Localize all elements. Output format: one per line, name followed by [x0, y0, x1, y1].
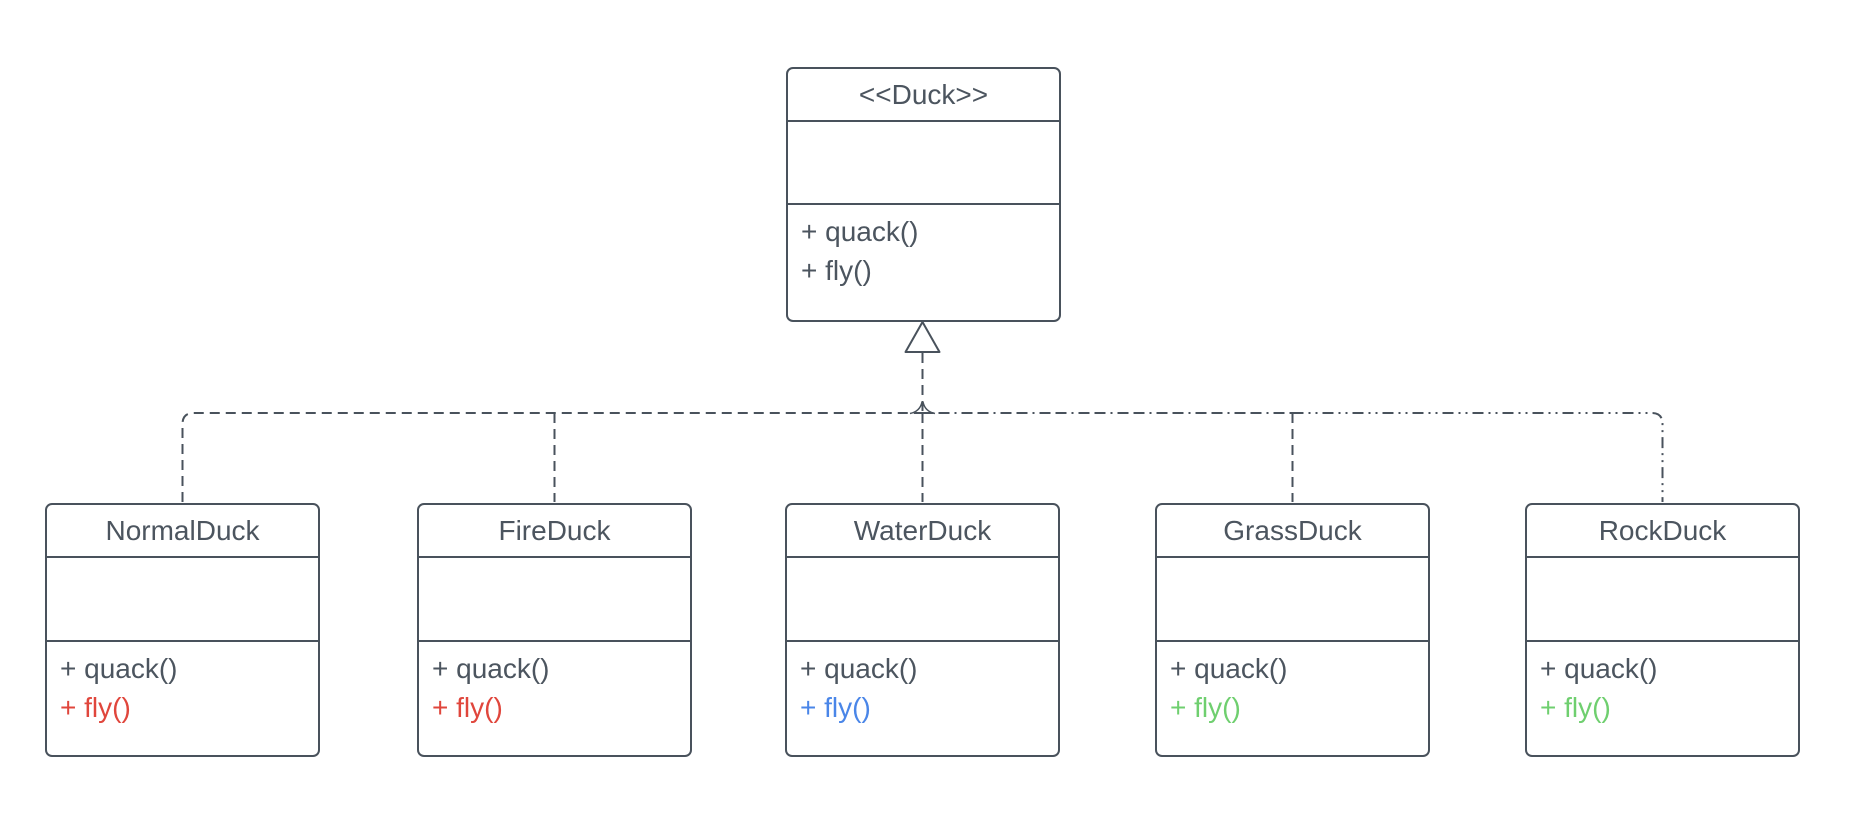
method-quack: + quack(): [801, 216, 919, 247]
method-quack: + quack(): [432, 653, 550, 684]
class-fireduck: FireDuck + quack() + fly(): [417, 503, 692, 757]
connector-normalduck: [181, 412, 923, 502]
class-duck: <<Duck>> + quack() + fly(): [786, 67, 1061, 322]
class-grassduck-methods: + quack() + fly(): [1157, 642, 1428, 755]
class-grassduck-title: GrassDuck: [1157, 505, 1428, 558]
class-duck-methods: + quack() + fly(): [788, 205, 1059, 320]
class-normalduck-attributes-empty: [47, 558, 318, 642]
class-rockduck-attributes-empty: [1527, 558, 1798, 642]
class-rockduck-methods: + quack() + fly(): [1527, 642, 1798, 755]
class-waterduck: WaterDuck + quack() + fly(): [785, 503, 1060, 757]
connector-junction-fork: [909, 401, 936, 415]
generalization-arrowhead: [904, 321, 941, 353]
class-fireduck-attributes-empty: [419, 558, 690, 642]
class-duck-attributes-empty: [788, 122, 1059, 205]
class-rockduck: RockDuck + quack() + fly(): [1525, 503, 1800, 757]
class-grassduck: GrassDuck + quack() + fly(): [1155, 503, 1430, 757]
class-duck-title: <<Duck>>: [788, 69, 1059, 122]
method-fly: + fly(): [60, 692, 131, 723]
connector-rockduck: [1292, 412, 1664, 502]
class-fireduck-methods: + quack() + fly(): [419, 642, 690, 755]
method-fly: + fly(): [800, 692, 871, 723]
class-grassduck-attributes-empty: [1157, 558, 1428, 642]
method-fly: + fly(): [801, 255, 872, 286]
method-fly: + fly(): [432, 692, 503, 723]
method-quack: + quack(): [800, 653, 918, 684]
method-fly: + fly(): [1170, 692, 1241, 723]
class-waterduck-methods: + quack() + fly(): [787, 642, 1058, 755]
class-fireduck-title: FireDuck: [419, 505, 690, 558]
class-rockduck-title: RockDuck: [1527, 505, 1798, 558]
method-quack: + quack(): [60, 653, 178, 684]
class-normalduck-methods: + quack() + fly(): [47, 642, 318, 755]
method-quack: + quack(): [1170, 653, 1288, 684]
method-fly: + fly(): [1540, 692, 1611, 723]
class-normalduck-title: NormalDuck: [47, 505, 318, 558]
method-quack: + quack(): [1540, 653, 1658, 684]
class-waterduck-attributes-empty: [787, 558, 1058, 642]
class-normalduck: NormalDuck + quack() + fly(): [45, 503, 320, 757]
class-waterduck-title: WaterDuck: [787, 505, 1058, 558]
